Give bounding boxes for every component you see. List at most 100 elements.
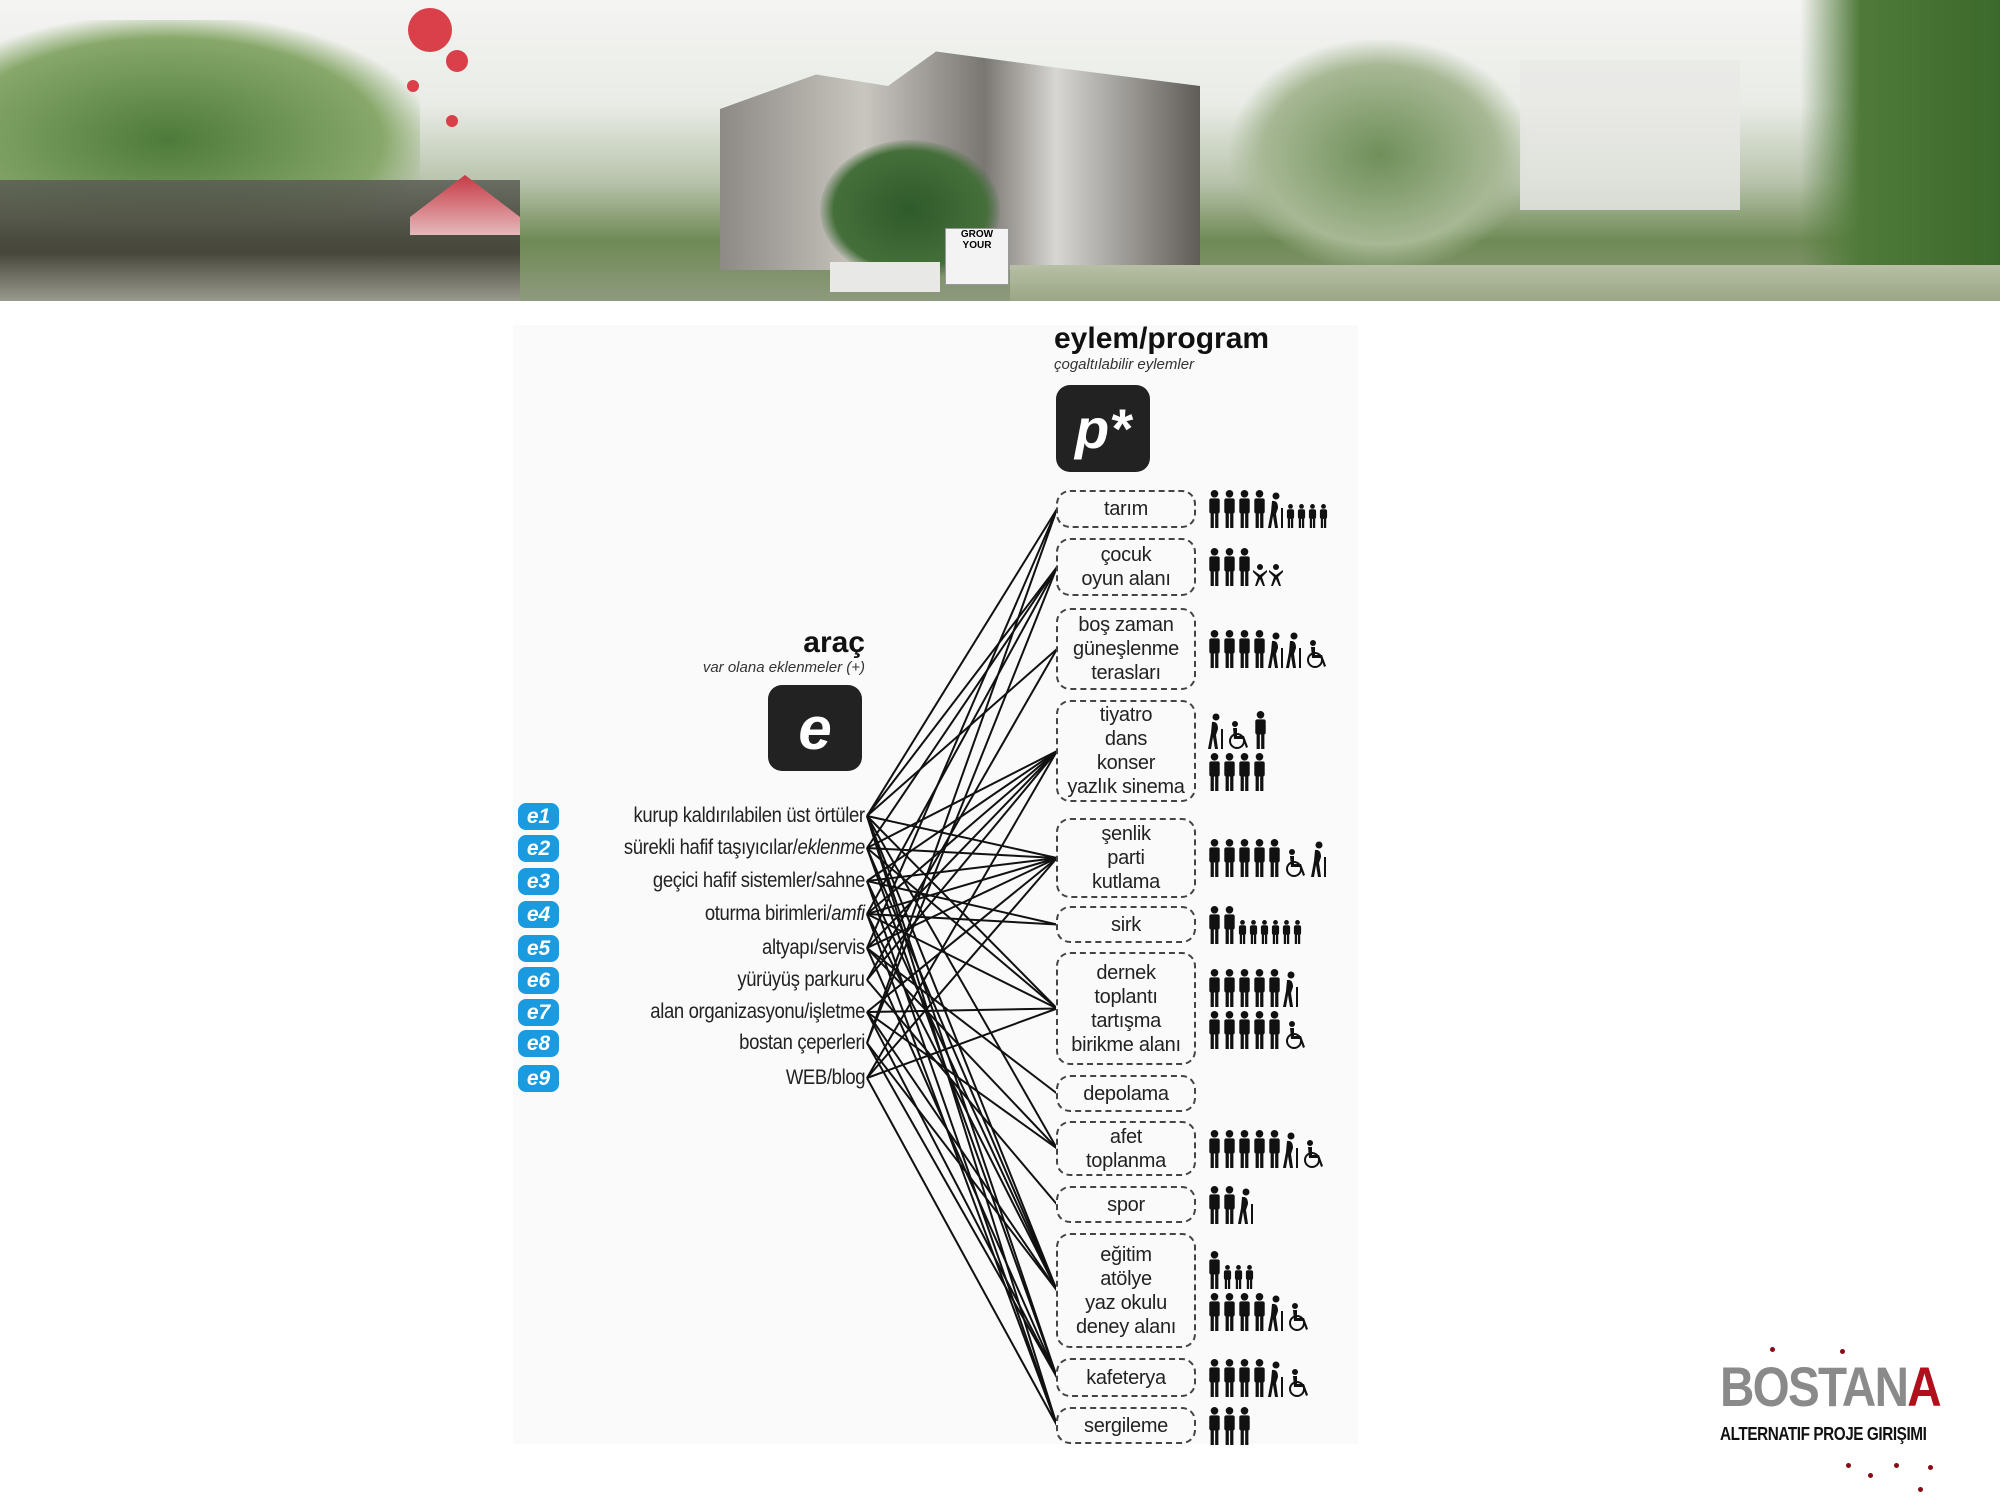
adult-person-icon	[1239, 1010, 1250, 1049]
connection-e8-cocuk	[866, 566, 1058, 1044]
connection-e7-afet	[866, 1011, 1058, 1150]
connection-e9-dernek	[866, 1007, 1058, 1079]
small-person-icon	[1271, 919, 1280, 944]
ground	[1010, 265, 2000, 301]
program-box-senlik: şenlik parti kutlama	[1056, 818, 1196, 898]
program-box-spor: spor	[1056, 1186, 1196, 1223]
wheelchair-person-icon	[1307, 640, 1326, 668]
adult-person-icon	[1209, 1010, 1220, 1049]
house-right	[1520, 60, 1740, 210]
elder-person-icon	[1286, 632, 1301, 668]
user-group-icons	[1208, 1406, 1251, 1445]
connection-e1-afet	[866, 815, 1058, 1149]
trees-right	[1230, 40, 1530, 270]
adult-person-icon	[1255, 711, 1266, 749]
small-person-icon	[1223, 1264, 1232, 1289]
connection-e1-bos	[866, 648, 1058, 817]
connection-e1-kafeterya	[866, 815, 1058, 1378]
user-group-icons	[1208, 818, 1327, 898]
connection-e7-egitim	[866, 1011, 1058, 1292]
connection-e9-sergileme	[866, 1077, 1058, 1426]
tool-label-text: oturma birimleri/	[705, 902, 832, 925]
connection-e2-egitim	[866, 847, 1058, 1291]
adult-person-icon	[1254, 753, 1265, 791]
adult-person-icon	[1239, 839, 1250, 877]
small-person-icon	[1238, 919, 1247, 944]
tool-label-text: altyapı/servis	[762, 936, 865, 959]
wheelchair-person-icon	[1286, 849, 1305, 877]
elder-person-icon	[1268, 492, 1283, 528]
small-person-icon	[1293, 919, 1302, 944]
sign: GROW YOUR	[945, 228, 1009, 285]
logo-dot	[1846, 1463, 1851, 1468]
icon-row	[1208, 630, 1330, 668]
kid-person-icon	[1269, 564, 1283, 586]
tool-badge: e7	[518, 999, 559, 1026]
logo-dot	[1918, 1487, 1923, 1492]
elder-person-icon	[1283, 1132, 1298, 1168]
adult-person-icon	[1209, 1250, 1220, 1289]
tool-badge: e9	[518, 1065, 559, 1092]
connection-e5-kafeterya	[866, 947, 1058, 1378]
tool-badge: e2	[518, 835, 559, 862]
connection-e6-tiyatro	[866, 750, 1058, 981]
program-box-depolama: depolama	[1056, 1075, 1196, 1112]
user-group-icons	[1208, 1233, 1312, 1348]
tool-badge: e1	[518, 803, 559, 830]
tool-label-text: kurup kaldırılabilen üst örtüler	[633, 804, 866, 827]
adult-person-icon	[1224, 1406, 1235, 1445]
wheelchair-person-icon	[1289, 1302, 1308, 1331]
connection-e7-kafeterya	[866, 1011, 1058, 1378]
logo-tagline: ALTERNATIF PROJE GIRIŞIMI	[1720, 1424, 1927, 1444]
connection-e9-tiyatro	[866, 750, 1058, 1079]
tool-label-text: geçici hafif sistemler/sahne	[652, 869, 865, 892]
user-group-icons	[1208, 905, 1302, 944]
tool-row-e3: e3 geçici hafif sistemler/sahne	[518, 866, 868, 896]
small-person-icon	[1245, 1264, 1254, 1289]
connection-e6-spor	[866, 979, 1058, 1206]
tool-label: alan organizasyonu/işletme	[650, 997, 865, 1027]
user-group-icons	[1208, 1185, 1254, 1224]
adult-person-icon	[1254, 968, 1265, 1007]
adult-person-icon	[1209, 753, 1220, 791]
tool-label: bostan çeperleri	[739, 1028, 865, 1058]
tool-label: geçici hafif sistemler/sahne	[653, 866, 865, 896]
tool-badge: e8	[518, 1030, 559, 1057]
tool-badge: e3	[518, 868, 559, 895]
user-group-icons	[1208, 490, 1328, 528]
connection-e7-senlik	[866, 857, 1058, 1013]
connection-e8-tarim	[866, 508, 1058, 1044]
user-group-icons	[1208, 1121, 1327, 1176]
program-box-egitim: eğitim atölye yaz okulu deney alanı	[1056, 1233, 1196, 1348]
balloon	[407, 80, 419, 92]
connection-e5-depolama	[866, 947, 1058, 1095]
icon-row	[1208, 753, 1267, 791]
logo-dot	[1770, 1347, 1775, 1352]
bamboo-right	[1800, 0, 2000, 301]
connection-e2-kafeterya	[866, 847, 1058, 1378]
adult-person-icon	[1239, 490, 1250, 528]
adult-person-icon	[1224, 968, 1235, 1007]
connection-e5-senlik	[866, 857, 1058, 949]
elder-person-icon	[1238, 1188, 1253, 1224]
icon-row	[1208, 1010, 1309, 1049]
adult-person-icon	[1224, 548, 1235, 586]
connection-e2-senlik	[866, 847, 1058, 859]
program-box-sergileme: sergileme	[1056, 1407, 1196, 1444]
program-box-bos: boş zaman güneşlenme terasları	[1056, 608, 1196, 690]
small-person-icon	[1319, 504, 1328, 528]
tool-row-e1: e1 kurup kaldırılabilen üst örtüler	[518, 801, 868, 831]
connection-e4-dernek	[866, 913, 1058, 1010]
elder-person-icon	[1268, 1295, 1283, 1331]
connection-e1-sergileme	[866, 815, 1058, 1426]
adult-person-icon	[1224, 839, 1235, 877]
tool-row-e8: e8 bostan çeperleri	[518, 1028, 868, 1058]
elder-person-icon	[1283, 971, 1298, 1007]
tool-label-italic: eklenme	[797, 836, 866, 859]
icon-row	[1208, 1250, 1312, 1289]
adult-person-icon	[1209, 968, 1220, 1007]
adult-person-icon	[1224, 1358, 1235, 1397]
tool-label-text: sürekli hafif taşıyıcılar/	[623, 836, 798, 859]
icon-row	[1208, 839, 1327, 877]
